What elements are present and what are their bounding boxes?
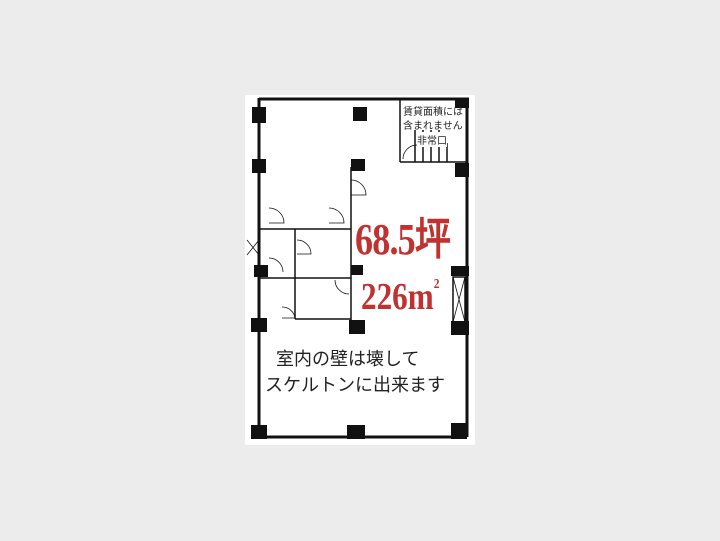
remark-line1: 室内の壁は壊して	[276, 349, 420, 370]
remark-line2: スケルトンに出来ます	[265, 375, 445, 396]
area-sqm-unit: 2	[433, 277, 440, 292]
columns	[251, 98, 469, 439]
area-sqm-value: 226m	[361, 276, 434, 318]
excluded-area-note-line2: 含まれません	[403, 121, 463, 132]
excluded-area-note-line1: 賃貸面積には	[403, 107, 463, 118]
area-tsubo: 68.5坪	[355, 215, 451, 264]
area-sqm: 226m2	[361, 275, 439, 319]
emergency-exit-label: 非常口	[417, 132, 447, 147]
floor-plan: 賃貸面積には 含まれません 非常口 68.5坪 226m2 室内の壁は壊して ス…	[245, 95, 475, 445]
